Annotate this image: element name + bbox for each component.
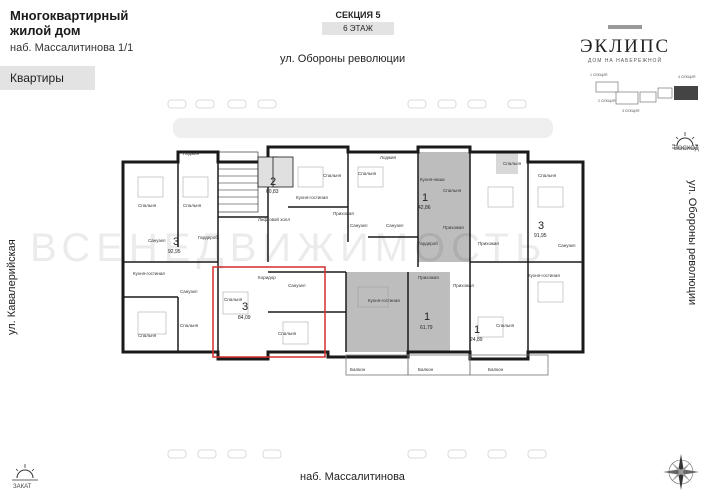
room-label: Санузел [180, 289, 198, 294]
room-label: Санузел [288, 283, 306, 288]
room-label: Спальня [180, 323, 199, 328]
logo-ornament-icon [608, 25, 642, 29]
section-title: СЕКЦИЯ 5 [335, 10, 381, 20]
parking-decor [167, 99, 553, 459]
apartment-number-6: 1 [424, 311, 430, 323]
sunset-label: ЗАКАТ [13, 484, 32, 490]
logo-tagline: ДОМ НА НАБЕРЕЖНОЙ [587, 58, 663, 64]
room-label: Коридор [258, 275, 276, 280]
room-label: Лифтовой холл [258, 216, 290, 222]
room-label: Кухня-ниша [420, 177, 445, 182]
room-label: Гардероб [198, 235, 218, 240]
apartment-number-5: 3 [242, 301, 248, 313]
street-left: ул. Кавалерийская [6, 239, 18, 335]
room-label: Спальня [323, 173, 342, 178]
sunrise-label: ВОСХОД [674, 146, 699, 152]
title-line-2: жилой дом [10, 23, 81, 38]
room-label: Кухня-гостиная [368, 298, 400, 303]
minimap-section-2: 2 СЕКЦИЯ [598, 99, 616, 103]
room-label: Прихожая [453, 283, 474, 288]
sunset-icon [12, 464, 38, 481]
room-label: Лоджия [183, 151, 200, 156]
room-label: Санузел [350, 223, 368, 228]
apartment-area-2: 60,83 [266, 189, 279, 195]
room-label: Прихожая [333, 211, 354, 216]
room-label: Спальня [538, 173, 557, 178]
apartment-number-7: 1 [474, 324, 480, 336]
watermark: ВСЕНЕДВИЖИМОСТЬ [30, 226, 548, 270]
apartment-area-4: 91,95 [534, 233, 547, 239]
current-section-marker [674, 86, 698, 100]
street-top: ул. Обороны революции [280, 53, 406, 65]
minimap-section-3: 3 СЕКЦИЯ [622, 109, 640, 113]
room-label: Санузел [386, 223, 404, 228]
section-minimap[interactable]: 1 СЕКЦИЯ 2 СЕКЦИЯ 3 СЕКЦИЯ 4 СЕКЦИЯ 5 СЕ… [588, 68, 703, 123]
apartment-area-7: 24,89 [470, 337, 483, 343]
room-label: Лоджия [380, 155, 397, 160]
elevator-shaft-2 [272, 156, 294, 188]
loggia-fill [496, 152, 518, 174]
apartment-number-2: 2 [270, 176, 276, 188]
floor-label: 6 ЭТАЖ [322, 22, 394, 35]
building-title: Многоквартирный жилой дом [10, 8, 210, 38]
room-label: Прихожая [418, 275, 439, 280]
room-label: Кухня-гостиная [296, 195, 328, 200]
room-label: Спальня [138, 203, 157, 208]
apartment-number-1: 3 [173, 236, 179, 248]
floor-plan[interactable]: 3 92,95 2 60,83 1 42,86 3 91,95 3 84,09 … [118, 97, 588, 467]
selected-apartment-highlight[interactable] [212, 266, 326, 358]
room-label: Спальня [503, 161, 522, 166]
compass-rose-icon [663, 454, 699, 490]
building-address: наб. Массалитинова 1/1 [10, 42, 134, 54]
room-label: Спальня [443, 188, 462, 193]
section-badge: СЕКЦИЯ 5 6 ЭТАЖ [322, 10, 394, 35]
room-label: Санузел [558, 243, 576, 248]
apartment-number-3: 1 [422, 192, 428, 204]
street-bottom: наб. Массалитинова [300, 471, 405, 483]
room-label: Кухня-гостиная [528, 273, 560, 278]
room-label: Балкон [488, 367, 504, 372]
room-label: Санузел [148, 238, 166, 243]
title-line-1: Многоквартирный [10, 8, 129, 23]
apartment-area-3: 42,86 [418, 205, 431, 211]
logo-name: ЭКЛИПС [580, 36, 671, 57]
room-label: Балкон [350, 367, 366, 372]
room-label: Прихожая [478, 241, 499, 246]
minimap-section-1: 1 СЕКЦИЯ [590, 73, 608, 77]
room-label: Балкон [418, 367, 434, 372]
room-label: Спальня [278, 331, 297, 336]
minimap-section-4: 4 СЕКЦИЯ [678, 75, 696, 79]
eclipse-logo: ЭКЛИПС ДОМ НА НАБЕРЕЖНОЙ [580, 18, 670, 64]
minimap-section-5: 5 СЕКЦИЯ [676, 103, 694, 107]
room-label: Гардероб [418, 241, 438, 246]
apartment-1-room-fill-2 [346, 272, 450, 352]
sunrise-icon [672, 132, 698, 149]
room-label: Спальня [496, 323, 515, 328]
apartment-1-room-fill [418, 152, 470, 262]
room-label: Кухня-гостиная [133, 271, 165, 276]
room-label: Спальня [224, 297, 243, 302]
room-label: Спальня [358, 171, 377, 176]
room-label: Спальня [138, 333, 157, 338]
room-label: Спальня [183, 203, 202, 208]
room-label: Прихожая [443, 225, 464, 230]
street-right: ул. Обороны революции [686, 180, 698, 306]
apartment-area-6: 61,79 [420, 325, 433, 331]
tab-apartments[interactable]: Квартиры [0, 66, 95, 90]
apartment-number-4: 3 [538, 220, 544, 232]
apartment-area-5: 84,09 [238, 315, 251, 321]
apartment-area-1: 92,95 [168, 249, 181, 255]
